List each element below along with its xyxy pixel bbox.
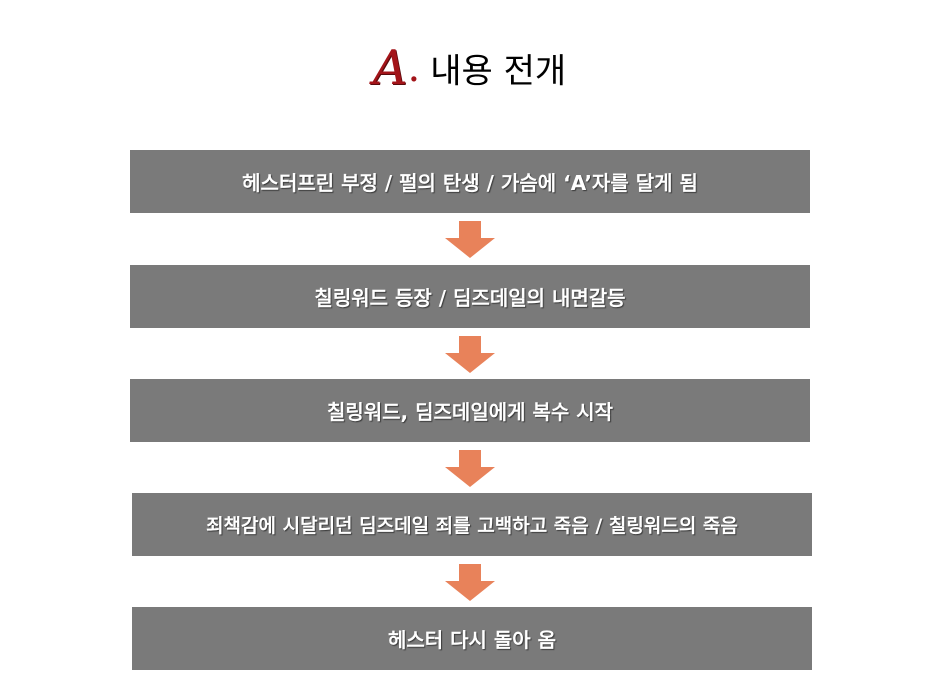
flow-step-3: 칠링워드, 딤즈데일에게 복수 시작 bbox=[130, 379, 810, 442]
flow-step-1-label: 헤스터프린 부정 / 펄의 탄생 / 가슴에 ‘A’자를 달게 됨 bbox=[242, 171, 698, 195]
flow-step-2: 칠링워드 등장 / 딤즈데일의 내면갈등 bbox=[130, 265, 810, 328]
flow-step-3-label: 칠링워드, 딤즈데일에게 복수 시작 bbox=[326, 400, 614, 424]
title-dot: . bbox=[407, 45, 421, 91]
flow-step-2-label: 칠링워드 등장 / 딤즈데일의 내면갈등 bbox=[314, 286, 626, 310]
flow-step-4: 죄책감에 시달리던 딤즈데일 죄를 고백하고 죽음 / 칠링워드의 죽음 bbox=[132, 493, 812, 556]
down-arrow-icon bbox=[445, 221, 495, 258]
title-decorative-letter: A bbox=[372, 40, 408, 96]
flow-step-5-label: 헤스터 다시 돌아 옴 bbox=[387, 628, 557, 652]
flow-step-1: 헤스터프린 부정 / 펄의 탄생 / 가슴에 ‘A’자를 달게 됨 bbox=[130, 150, 810, 213]
flow-step-5: 헤스터 다시 돌아 옴 bbox=[132, 607, 812, 670]
down-arrow-icon bbox=[445, 564, 495, 601]
title-text: 내용 전개 bbox=[430, 51, 567, 92]
down-arrow-icon bbox=[445, 336, 495, 373]
down-arrow-icon bbox=[445, 450, 495, 487]
flow-step-4-label: 죄책감에 시달리던 딤즈데일 죄를 고백하고 죽음 / 칠링워드의 죽음 bbox=[206, 515, 738, 537]
page-title: A.내용 전개 bbox=[0, 40, 939, 96]
